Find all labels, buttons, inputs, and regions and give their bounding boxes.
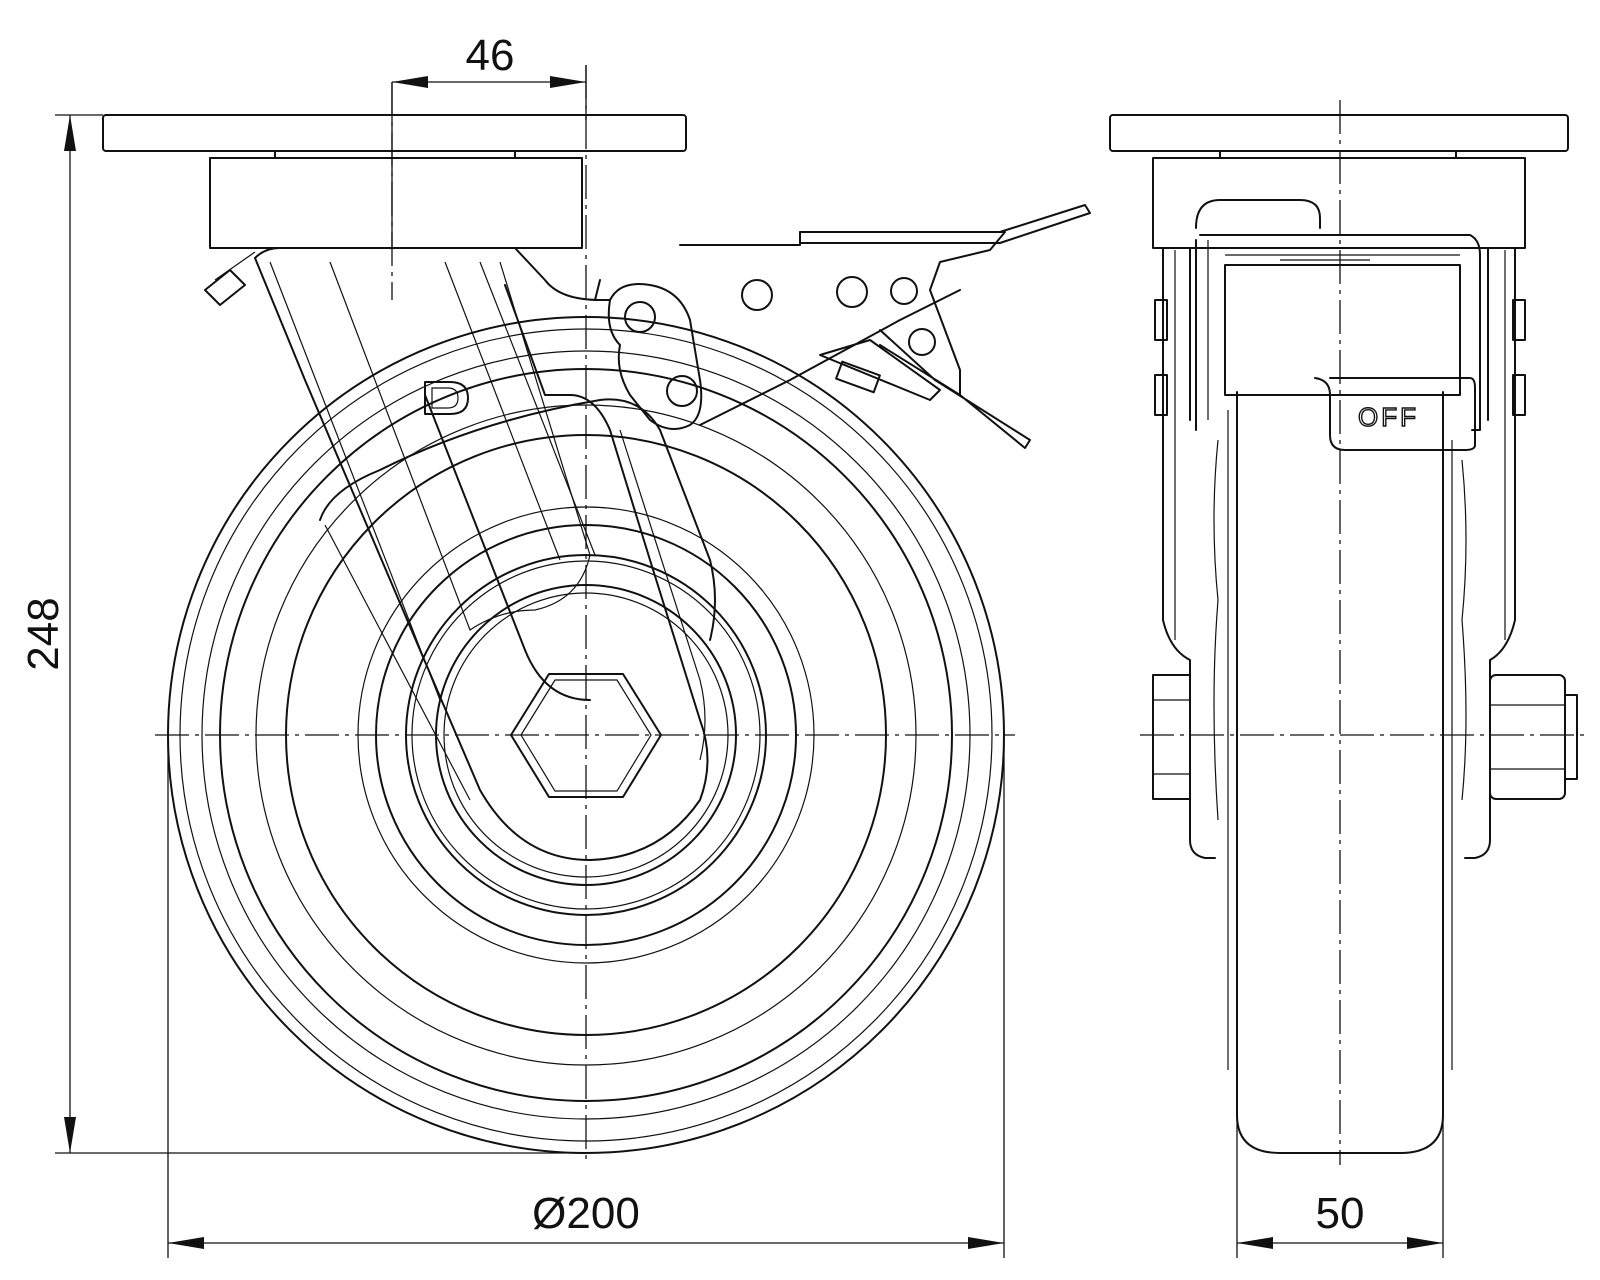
front-view: OFF (1109, 100, 1590, 1165)
dimension-width-label: 50 (1316, 1189, 1365, 1238)
dimension-diameter: Ø200 (167, 740, 1005, 1258)
brake-off-label: OFF (1358, 402, 1419, 432)
brake-mechanism-side (204, 204, 1091, 449)
brake-indicator-plate (1314, 377, 1476, 451)
bearing-ring-side (274, 150, 516, 159)
fork-side (254, 247, 716, 861)
axle-front (1152, 674, 1578, 800)
side-view (102, 65, 1091, 1165)
top-plate-front (1109, 114, 1569, 152)
dimension-width: 50 (1236, 1100, 1444, 1258)
dimension-offset: 46 (391, 31, 587, 250)
swivel-housing-side (209, 157, 583, 249)
swivel-housing-front (1152, 157, 1526, 249)
dimension-offset-label: 46 (466, 31, 515, 80)
top-plate-side (102, 114, 687, 152)
dimension-height: 248 (19, 114, 586, 1154)
dimension-diameter-label: Ø200 (532, 1189, 640, 1238)
dimension-height-label: 248 (19, 597, 68, 670)
